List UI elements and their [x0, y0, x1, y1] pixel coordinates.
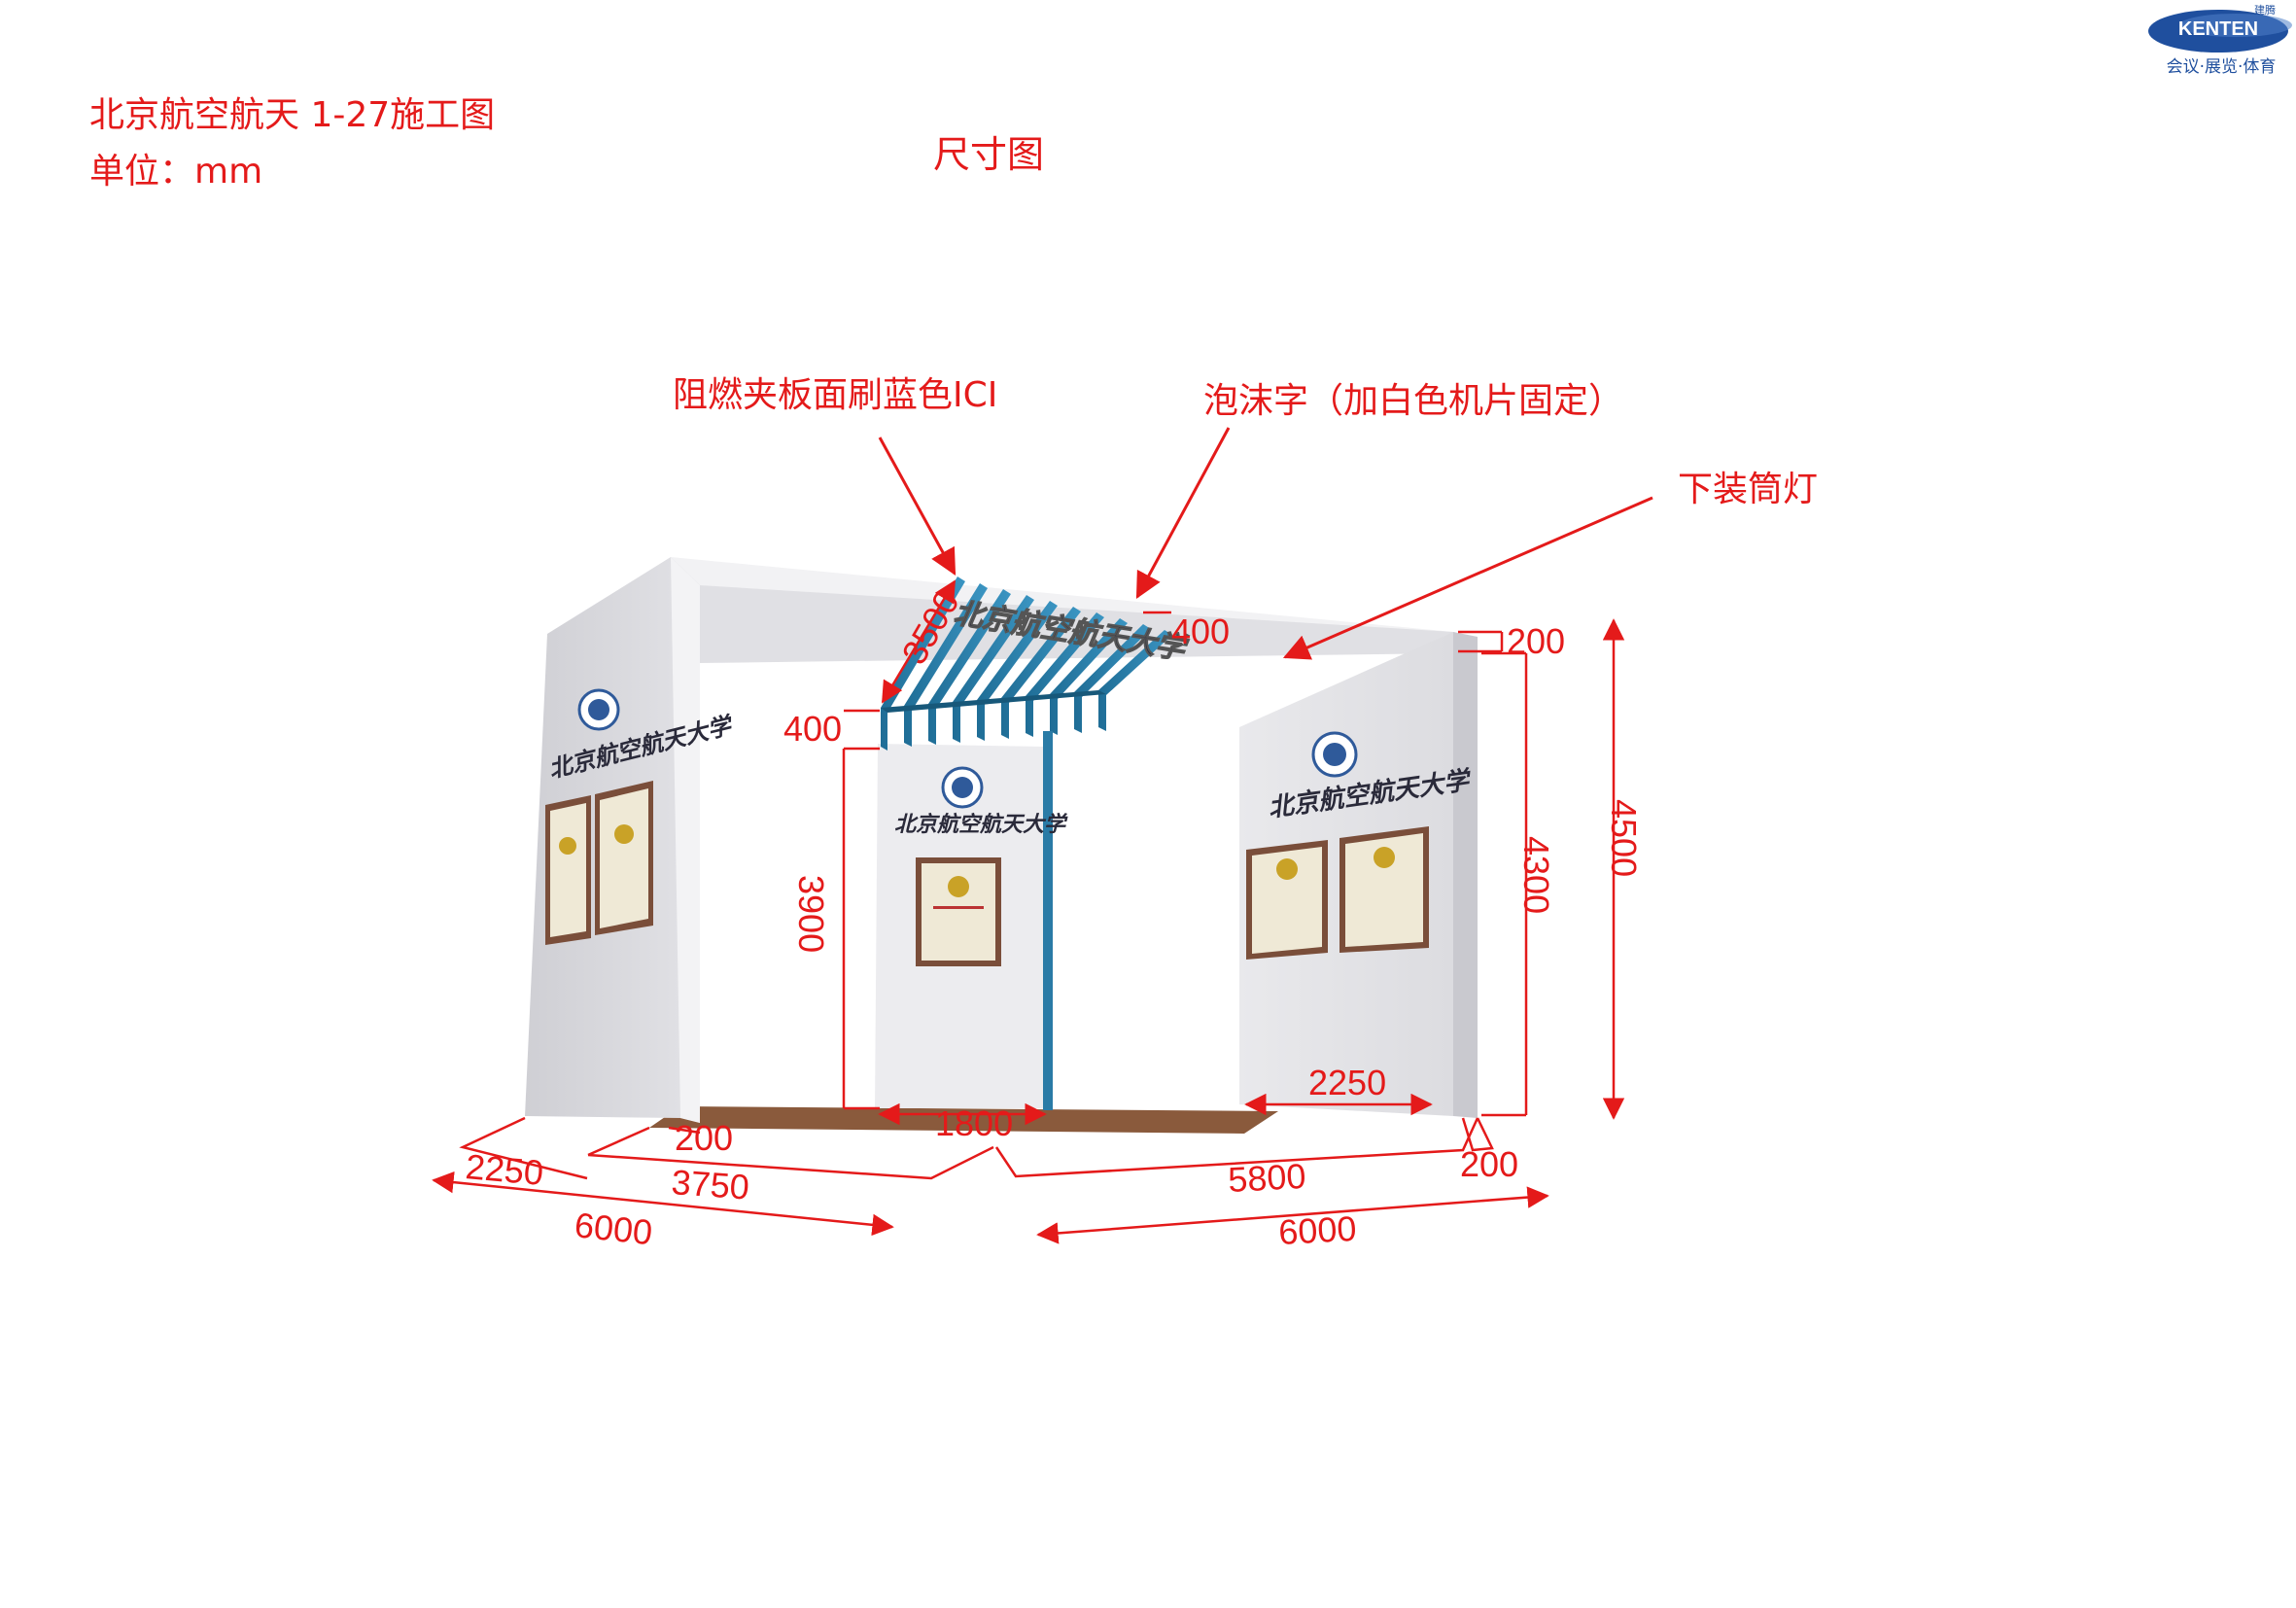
dim-left-depth: 2250 [464, 1146, 544, 1193]
dim-beam-depth: 200 [1507, 621, 1565, 661]
right-column-side [1453, 632, 1478, 1118]
dim-right-run: 5800 [1227, 1156, 1306, 1200]
blue-fin-canopy [881, 577, 1172, 1110]
dim-left-total: 6000 [573, 1205, 654, 1252]
dim-total-height: 4500 [1604, 799, 1644, 877]
dim-line-right-total [1036, 1186, 1549, 1244]
dim-right-panel-width: 2250 [1308, 1063, 1386, 1102]
dimension-labels: 3500 400 400 3900 200 4300 4500 2250 180… [464, 583, 1644, 1252]
dim-center-floor: 1800 [935, 1103, 1013, 1143]
logo-brand: KENTEN [2178, 18, 2258, 40]
dim-line-panel-slant [881, 579, 957, 704]
dimension-lines [432, 579, 1625, 1244]
dim-column-height: 3900 [791, 875, 831, 953]
dim-left-wall-thickness: 200 [675, 1118, 733, 1158]
drawing-type-label: 尺寸图 [933, 133, 1044, 176]
dim-line-left-total [432, 1171, 894, 1237]
dim-panel-top-right: 400 [1171, 612, 1230, 651]
callout-panel-arrow [878, 437, 957, 576]
center-column-graphics: 北京航空航天大学 [894, 766, 1068, 966]
dim-line-right-wall-thickness [1461, 1117, 1494, 1152]
callouts: 阻燃夹板面刷蓝色ICI 泡沫字（加白色机片固定） 下装筒灯 [673, 375, 1818, 660]
dim-right-wall-height: 4300 [1516, 836, 1556, 914]
center-university-name: 北京航空航天大学 [894, 812, 1068, 837]
dim-left-run: 3750 [670, 1162, 750, 1206]
booth-structure: 北京航空航天大学 北京航空航天大学 北京航空航天大学 [525, 557, 1478, 1134]
callout-downlight-arrow [1282, 496, 1653, 660]
callout-panel-material: 阻燃夹板面刷蓝色ICI [673, 375, 997, 415]
logo-tagline: 会议·展览·体育 [2167, 57, 2277, 77]
callout-foam-letters: 泡沫字（加白色机片固定） [1203, 381, 1623, 421]
dim-panel-top-left: 400 [783, 709, 842, 749]
dim-line-left-depth [459, 1116, 588, 1180]
right-column-graphics: 北京航空航天大学 [1246, 731, 1475, 960]
blue-support-post [1043, 731, 1053, 1110]
callout-foam-arrow [1135, 427, 1231, 599]
dim-right-wall-thickness: 200 [1460, 1144, 1518, 1184]
kenten-logo: KENTEN 建腾 会议·展览·体育 [2148, 3, 2292, 77]
callout-downlight: 下装筒灯 [1678, 470, 1818, 509]
dim-line-left-run [587, 1145, 994, 1180]
dim-right-total: 6000 [1277, 1208, 1357, 1252]
dim-line-right-run [994, 1117, 1479, 1178]
drawing-title: 北京航空航天 1-27施工图 [89, 95, 495, 135]
unit-label: 单位：mm [89, 152, 262, 192]
logo-mark: 建腾 [2254, 3, 2276, 17]
